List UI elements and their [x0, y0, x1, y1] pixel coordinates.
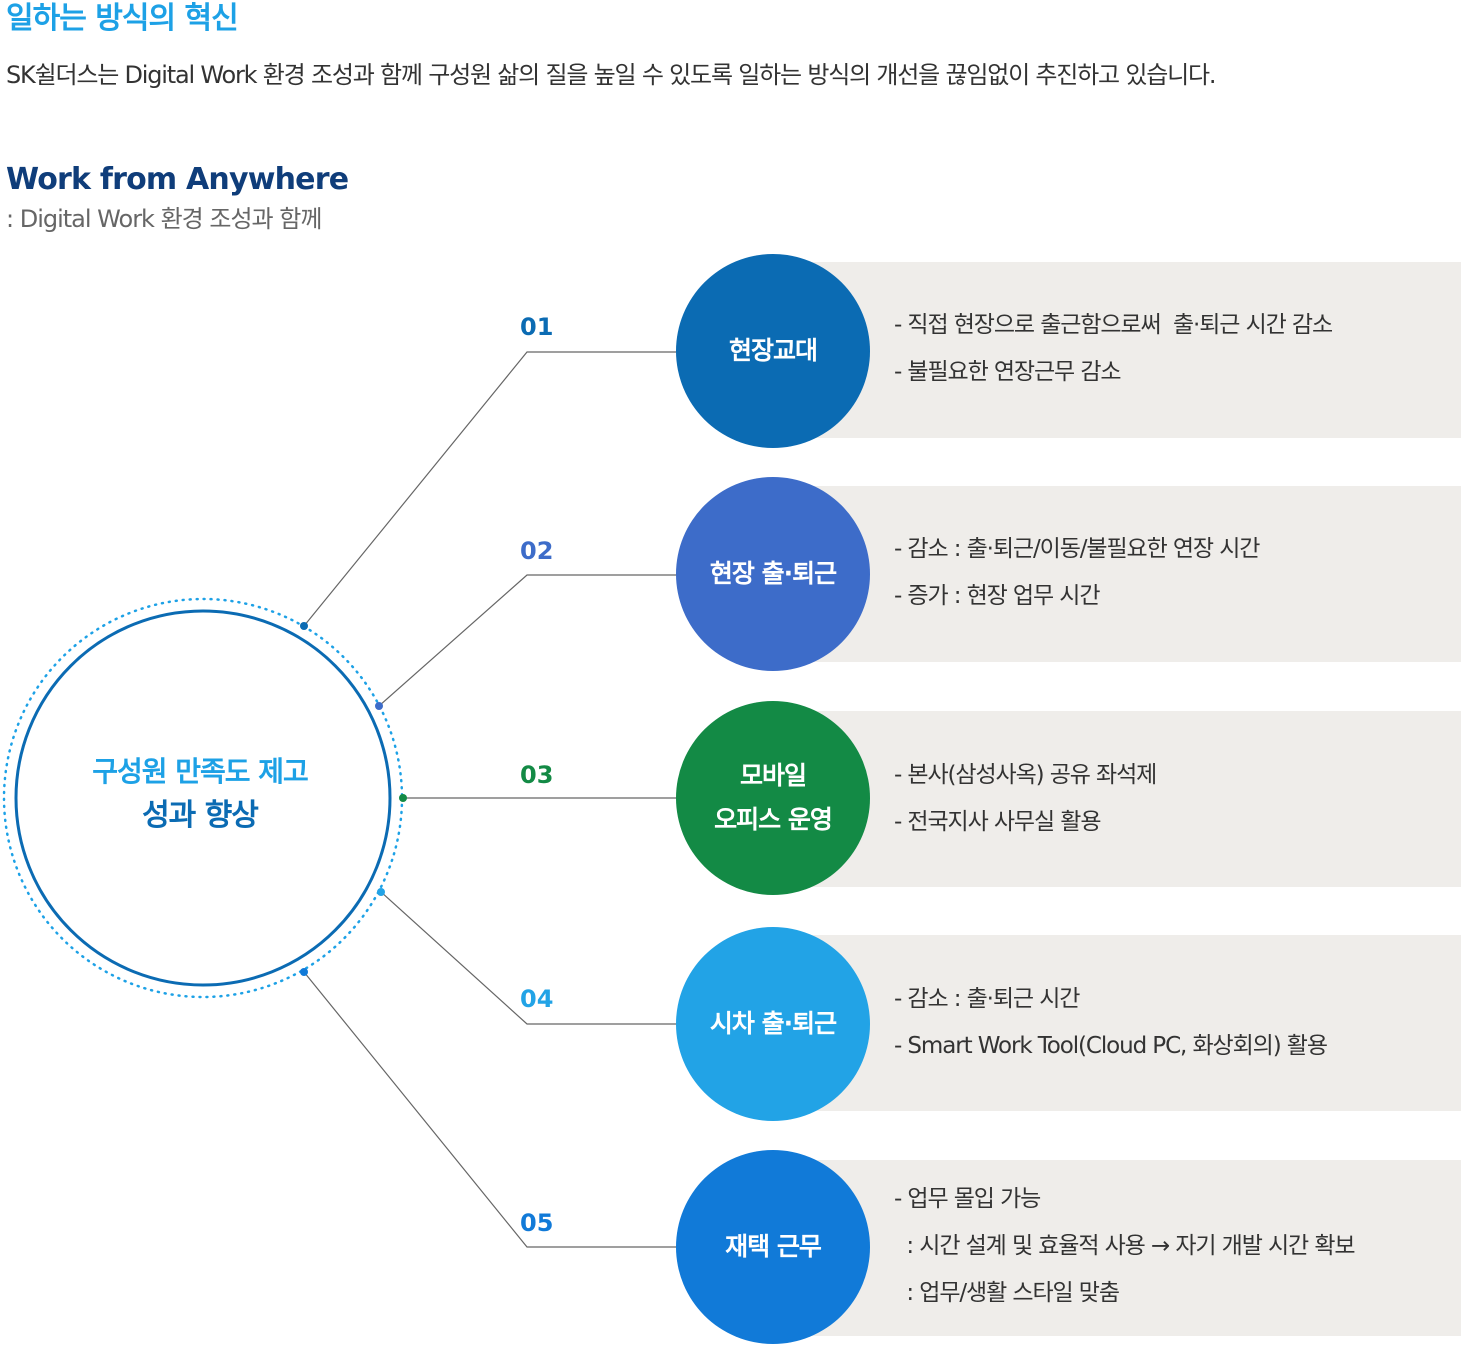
- item-lines-03: - 본사(삼성사옥) 공유 좌석제 - 전국지사 사무실 활용: [894, 752, 1454, 846]
- item-line: - 업무 몰입 가능: [894, 1186, 1041, 1212]
- item-panel-01: [790, 262, 1461, 438]
- item-panel-04: [790, 935, 1461, 1111]
- item-line: - 증가 : 현장 업무 시간: [894, 583, 1100, 609]
- item-number-01: 01: [520, 313, 554, 341]
- item-panel-02: [790, 486, 1461, 662]
- item-circle-01: 현장교대: [676, 254, 870, 448]
- section-subtitle: : Digital Work 환경 조성과 함께: [6, 205, 322, 233]
- center-label-line1: 구성원 만족도 제고: [92, 755, 309, 788]
- item-line: - 감소 : 출·퇴근/이동/불필요한 연장 시간: [894, 536, 1260, 562]
- item-number-02: 02: [520, 537, 554, 565]
- item-line: - 전국지사 사무실 활용: [894, 809, 1101, 835]
- item-lines-05: - 업무 몰입 가능 : 시간 설계 및 효율적 사용 → 자기 개발 시간 확…: [894, 1176, 1454, 1317]
- connector-02: [378, 574, 676, 707]
- item-number-03: 03: [520, 761, 554, 789]
- connector-04: [380, 891, 676, 1025]
- item-line: - Smart Work Tool(Cloud PC, 화상회의) 활용: [894, 1033, 1328, 1059]
- connector-05: [303, 971, 676, 1248]
- item-line: - 감소 : 출·퇴근 시간: [894, 986, 1080, 1012]
- connector-01: [303, 351, 676, 627]
- connector-dot-04: [377, 888, 385, 896]
- item-number-05: 05: [520, 1209, 554, 1237]
- item-line: : 업무/생활 스타일 맞춤: [894, 1280, 1120, 1306]
- center-label: 구성원 만족도 제고 성과 향상: [40, 750, 360, 838]
- item-line: - 불필요한 연장근무 감소: [894, 359, 1122, 385]
- item-circle-05: 재택 근무: [676, 1150, 870, 1344]
- item-panel-05: [790, 1160, 1461, 1336]
- item-panel-03: [790, 711, 1461, 887]
- item-number-04: 04: [520, 985, 554, 1013]
- connector-dot-02: [375, 702, 383, 710]
- item-lines-04: - 감소 : 출·퇴근 시간 - Smart Work Tool(Cloud P…: [894, 976, 1454, 1070]
- item-line: - 직접 현장으로 출근함으로써 출·퇴근 시간 감소: [894, 312, 1333, 338]
- item-circle-02: 현장 출·퇴근: [676, 477, 870, 671]
- connector-dot-01: [300, 622, 308, 630]
- page-title: 일하는 방식의 혁신: [6, 1, 239, 36]
- page-description: SK쉴더스는 Digital Work 환경 조성과 함께 구성원 삶의 질을 …: [6, 61, 1217, 89]
- connector-dot-03: [399, 794, 407, 802]
- center-ring: [14, 609, 392, 987]
- section-title: Work from Anywhere: [6, 162, 349, 197]
- item-circle-03: 모바일 오피스 운영: [676, 701, 870, 895]
- item-line: : 시간 설계 및 효율적 사용 → 자기 개발 시간 확보: [894, 1233, 1355, 1259]
- item-line: - 본사(삼성사옥) 공유 좌석제: [894, 762, 1157, 788]
- center-label-line2: 성과 향상: [142, 798, 259, 833]
- item-lines-01: - 직접 현장으로 출근함으로써 출·퇴근 시간 감소 - 불필요한 연장근무 …: [894, 302, 1454, 396]
- connector-dot-05: [300, 968, 308, 976]
- item-lines-02: - 감소 : 출·퇴근/이동/불필요한 연장 시간 - 증가 : 현장 업무 시…: [894, 526, 1454, 620]
- item-circle-04: 시차 출·퇴근: [676, 927, 870, 1121]
